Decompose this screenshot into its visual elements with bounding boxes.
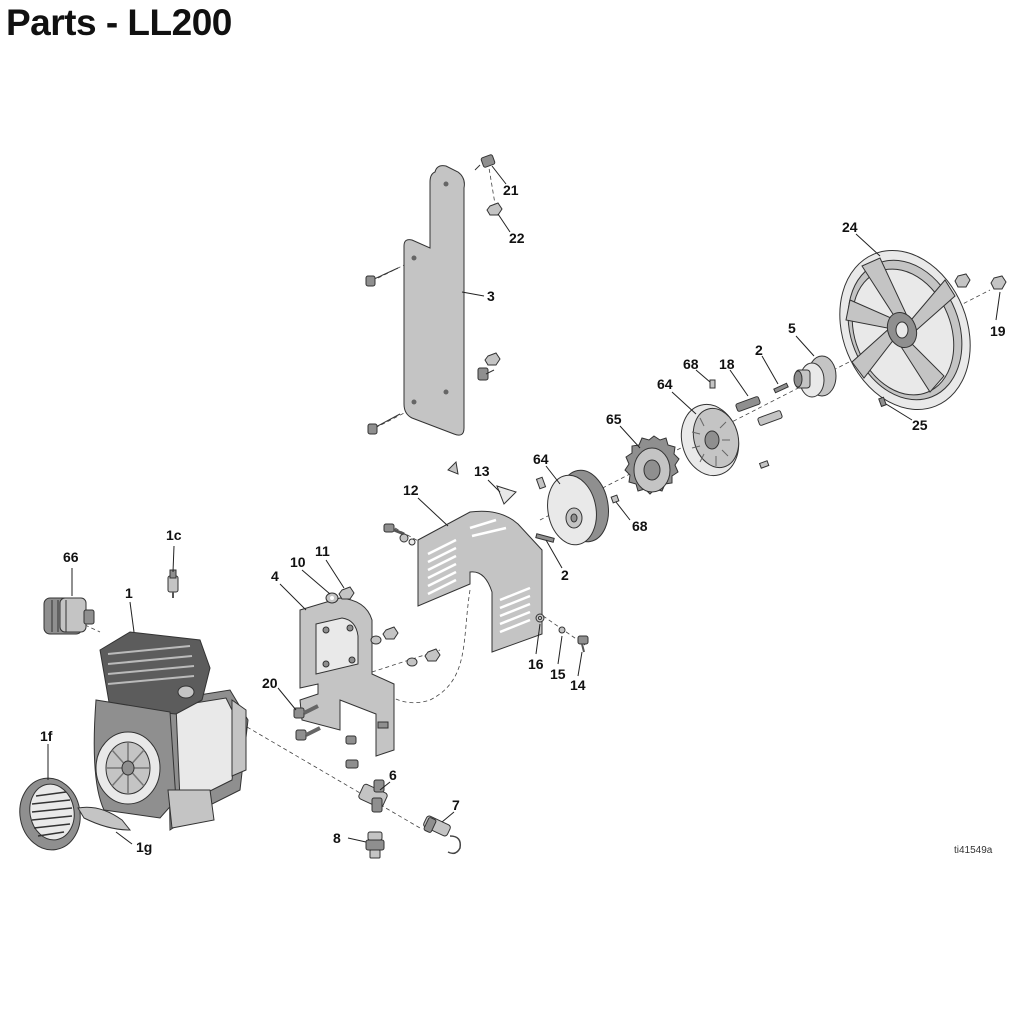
callout-5: 5	[788, 320, 796, 336]
bolt-21-icon	[474, 154, 496, 171]
callout-13: 13	[474, 463, 490, 479]
callout-64-right: 64	[657, 376, 673, 392]
callout-4: 4	[271, 568, 279, 584]
tee-fitting-6	[358, 779, 388, 813]
key-25-icon	[878, 396, 887, 408]
plate-bolts	[365, 267, 501, 435]
callout-66: 66	[63, 549, 79, 565]
bracket	[299, 597, 395, 757]
callout-3: 3	[487, 288, 495, 304]
callout-16: 16	[528, 656, 544, 672]
fitting-8	[365, 831, 385, 859]
fitting-7	[423, 815, 462, 855]
callout-68-upper: 68	[683, 356, 699, 372]
callout-19: 19	[990, 323, 1006, 339]
gear-65	[624, 435, 680, 495]
callout-22: 22	[509, 230, 525, 246]
callout-12: 12	[403, 482, 419, 498]
nut-22-icon	[486, 202, 503, 216]
page-title: Parts - LL200	[6, 2, 232, 43]
engine	[93, 631, 249, 831]
spark-plug-1c-icon	[167, 569, 179, 598]
fan-pulley	[839, 250, 971, 410]
callout-1c: 1c	[166, 527, 182, 543]
callout-6: 6	[389, 767, 397, 783]
leader-lines	[47, 165, 1001, 845]
callout-8: 8	[333, 830, 341, 846]
callout-1f: 1f	[40, 728, 53, 744]
callout-10: 10	[290, 554, 306, 570]
guard-screws	[383, 523, 589, 653]
callout-24: 24	[842, 219, 858, 235]
callout-14: 14	[570, 677, 586, 693]
fan-cover-1f-icon	[19, 777, 81, 851]
hub	[793, 355, 837, 398]
belt-guard	[417, 510, 543, 653]
washer-10-icon	[325, 592, 339, 604]
callout-1g: 1g	[136, 839, 152, 855]
callouts: 21 22 3 24 19 5 2 18 68 64 25 65 64 68 1…	[40, 182, 1006, 855]
bolt-20-icon	[293, 704, 321, 741]
callout-25: 25	[912, 417, 928, 433]
callout-20: 20	[262, 675, 278, 691]
callout-11: 11	[315, 543, 330, 559]
bracket-hardware	[345, 626, 441, 769]
coupler-64-left	[547, 469, 609, 546]
nut-11-icon	[338, 586, 355, 600]
callout-7: 7	[452, 797, 460, 813]
figure-id: ti41549a	[954, 845, 993, 856]
pins-left	[535, 476, 620, 543]
callout-65: 65	[606, 411, 622, 427]
key-2-icon	[773, 382, 789, 394]
mounting-plate	[403, 165, 465, 436]
coupler-64-right	[680, 403, 740, 477]
callout-68-lower: 68	[632, 518, 648, 534]
callout-15: 15	[550, 666, 566, 682]
screw-18-icon	[735, 396, 783, 426]
callout-64-left: 64	[533, 451, 549, 467]
callout-2-lower: 2	[561, 567, 569, 583]
gasket-1g-icon	[77, 806, 132, 831]
label-13-icon	[447, 460, 517, 505]
pin-68-right	[709, 379, 770, 469]
nut-19-icon	[954, 273, 1007, 290]
air-filter-66-icon	[43, 597, 95, 635]
callout-21: 21	[503, 182, 519, 198]
callout-2-upper: 2	[755, 342, 763, 358]
callout-18: 18	[719, 356, 735, 372]
callout-1: 1	[125, 585, 133, 601]
